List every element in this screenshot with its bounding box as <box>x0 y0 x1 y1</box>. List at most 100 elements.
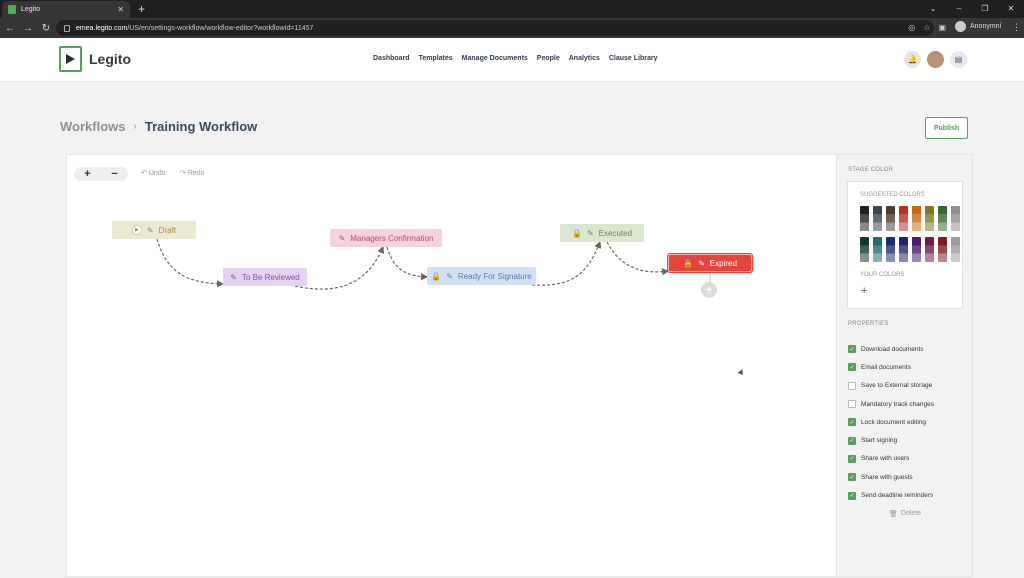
zoom-out-button[interactable]: − <box>111 168 118 180</box>
color-swatch[interactable] <box>925 206 934 231</box>
url-path: /US/en/settings-workflow/workflow-editor… <box>127 24 314 32</box>
add-stage-button[interactable]: + <box>701 282 717 298</box>
undo-button[interactable]: ↶ Undo <box>141 169 166 177</box>
pencil-icon: ✎ <box>146 225 154 235</box>
stage-expired[interactable]: 🔒 ✎ Expired <box>668 254 752 272</box>
stage-ready-for-signature[interactable]: 🔒 ✎ Ready For Signature <box>427 267 536 285</box>
browser-menu-icon[interactable]: ⋮ <box>1012 22 1021 32</box>
property-row[interactable]: Mandatory track changes <box>848 395 934 413</box>
start-play-icon: ▶ <box>131 225 142 235</box>
connector-review-managers <box>294 245 384 290</box>
stage-draft[interactable]: ▶ ✎ Draft <box>112 221 196 239</box>
property-checkbox[interactable] <box>848 381 856 390</box>
forward-icon[interactable]: → <box>23 22 33 34</box>
color-swatch[interactable] <box>951 237 960 262</box>
tab-search-icon[interactable]: ⌄ <box>929 4 937 13</box>
property-row[interactable]: ✓ Start signing <box>848 431 934 449</box>
your-colors-title: YOUR COLORS <box>860 272 905 278</box>
profile-button[interactable]: Anonymní <box>955 21 1002 32</box>
stage-to-be-reviewed[interactable]: ✎ To Be Reviewed <box>223 268 307 286</box>
property-checkbox[interactable]: ✓ <box>848 363 856 372</box>
color-swatch[interactable] <box>925 237 934 262</box>
color-swatch[interactable] <box>938 237 947 262</box>
breadcrumb-workflows[interactable]: Workflows <box>60 119 126 134</box>
stage-review-label: To Be Reviewed <box>241 272 300 282</box>
url-field[interactable]: emea.legito.com/US/en/settings-workflow/… <box>56 20 934 36</box>
stage-expired-label: Expired <box>709 258 737 268</box>
maximize-icon[interactable]: ❐ <box>981 4 989 13</box>
property-checkbox[interactable]: ✓ <box>848 491 856 500</box>
close-tab-icon[interactable]: ✕ <box>117 5 124 14</box>
property-row[interactable]: Save to External storage <box>848 377 934 395</box>
connector-managers-ready <box>386 246 429 281</box>
color-swatch[interactable] <box>873 237 882 262</box>
add-color-button[interactable]: + <box>861 285 868 297</box>
color-swatch[interactable] <box>886 206 895 231</box>
incognito-eye-icon[interactable]: ◎ <box>908 23 916 32</box>
nav-people[interactable]: People <box>536 55 560 62</box>
color-swatch[interactable] <box>886 237 895 262</box>
property-label: Share with guests <box>861 473 913 481</box>
stage-color-title: STAGE COLOR <box>848 167 894 173</box>
pencil-icon: ✎ <box>338 233 346 243</box>
color-swatch[interactable] <box>912 206 921 231</box>
browser-tab[interactable]: Legito ✕ <box>2 1 130 18</box>
app-header: Legito Dashboard Templates Manage Docume… <box>0 38 1024 82</box>
stage-executed[interactable]: 🔒 ✎ Executed <box>560 224 644 242</box>
property-row[interactable]: ✓Send deadline reminders <box>848 486 934 504</box>
color-swatches <box>860 206 960 262</box>
undo-icon: ↶ <box>141 170 147 177</box>
bookmark-star-icon[interactable]: ☆ <box>923 23 931 32</box>
user-avatar[interactable] <box>927 51 944 68</box>
property-row[interactable]: ✓ Download documents <box>848 340 934 358</box>
suggested-colors-title: SUGGESTED COLORS <box>860 192 925 198</box>
nav-manage-documents[interactable]: Manage Documents <box>461 55 528 62</box>
property-row[interactable]: ✓ Share with guests <box>848 468 934 486</box>
stage-properties-panel: STAGE COLOR SUGGESTED COLORS YOUR COLORS… <box>837 154 973 577</box>
side-panel-icon[interactable]: ▣ <box>938 23 946 32</box>
color-swatch[interactable] <box>899 237 908 262</box>
back-icon[interactable]: ← <box>5 22 15 34</box>
property-checkbox[interactable]: ✓ <box>848 418 856 427</box>
pencil-icon: ✎ <box>446 271 453 281</box>
color-swatch[interactable] <box>938 206 947 231</box>
property-checkbox[interactable]: ✓ <box>848 454 856 463</box>
workflow-canvas[interactable]: + − ↶ Undo ↷ Redo ▶ ✎ Draft ✎ To Be Revi… <box>66 154 837 577</box>
pencil-icon: ✎ <box>698 258 705 268</box>
reload-icon[interactable]: ↻ <box>41 22 51 34</box>
color-swatch[interactable] <box>860 206 869 231</box>
notification-bell-icon[interactable]: 🔔 <box>904 51 921 68</box>
property-row[interactable]: ✓Lock document editing <box>848 413 934 431</box>
logo[interactable]: Legito <box>59 46 131 72</box>
color-swatch[interactable] <box>873 206 882 231</box>
color-swatch[interactable] <box>860 237 869 262</box>
publish-button[interactable]: Publish <box>925 117 968 139</box>
minimize-icon[interactable]: – <box>956 4 962 13</box>
color-swatch[interactable] <box>899 206 908 231</box>
property-label: Email documents <box>861 363 911 371</box>
redo-button[interactable]: ↷ Redo <box>180 169 205 177</box>
color-swatch[interactable] <box>951 206 960 231</box>
property-checkbox[interactable]: ✓ <box>848 473 856 482</box>
redo-icon: ↷ <box>180 170 186 177</box>
stage-managers-confirmation[interactable]: ✎ Managers Confirmation <box>330 229 442 247</box>
nav-templates[interactable]: Templates <box>418 55 453 62</box>
nav-clause-library[interactable]: Clause Library <box>608 55 658 62</box>
property-checkbox[interactable]: ✓ <box>848 345 856 354</box>
color-swatch[interactable] <box>912 237 921 262</box>
connector-ready-executed <box>531 240 602 286</box>
zoom-in-button[interactable]: + <box>84 168 91 180</box>
property-checkbox[interactable]: ✓ <box>848 436 856 445</box>
property-checkbox[interactable] <box>848 400 856 409</box>
property-row[interactable]: ✓ Email documents <box>848 358 934 376</box>
new-tab-icon[interactable]: + <box>138 2 146 16</box>
nav-dashboard[interactable]: Dashboard <box>373 55 410 62</box>
nav-analytics[interactable]: Analytics <box>568 55 600 62</box>
us-flag-icon[interactable]: ▤ <box>950 51 967 68</box>
close-window-icon[interactable]: ✕ <box>1007 4 1015 13</box>
property-row[interactable]: ✓Share with users <box>848 450 934 468</box>
property-label: Download documents <box>861 345 924 353</box>
delete-button[interactable]: 🗑 Delete <box>889 510 921 518</box>
property-label: Start signing <box>861 437 898 445</box>
delete-label: Delete <box>900 510 922 517</box>
